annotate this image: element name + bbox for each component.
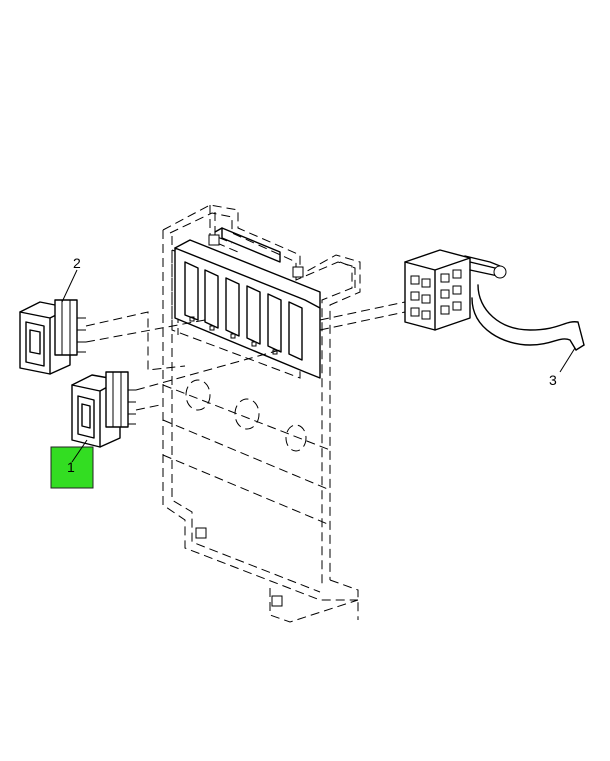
callout-1-label: 1 [67,459,75,475]
rocker-switch-upper [19,299,86,375]
callout-2-leader [61,269,78,303]
switch-housing [174,227,321,379]
callout-1-highlight-box [50,446,94,489]
callout-3-label: 3 [549,372,557,388]
projection-lines [85,301,406,411]
callout-3-leader [559,347,576,373]
panel-holes [185,379,307,452]
callout-1[interactable]: 1 [50,439,94,489]
callout-2-label: 2 [73,255,81,271]
callout-3[interactable]: 3 [549,347,576,388]
callout-1-leader [71,439,88,463]
wiring-harness-connector [404,249,585,351]
rocker-switch-lower [71,371,136,448]
callout-2[interactable]: 2 [61,255,81,303]
